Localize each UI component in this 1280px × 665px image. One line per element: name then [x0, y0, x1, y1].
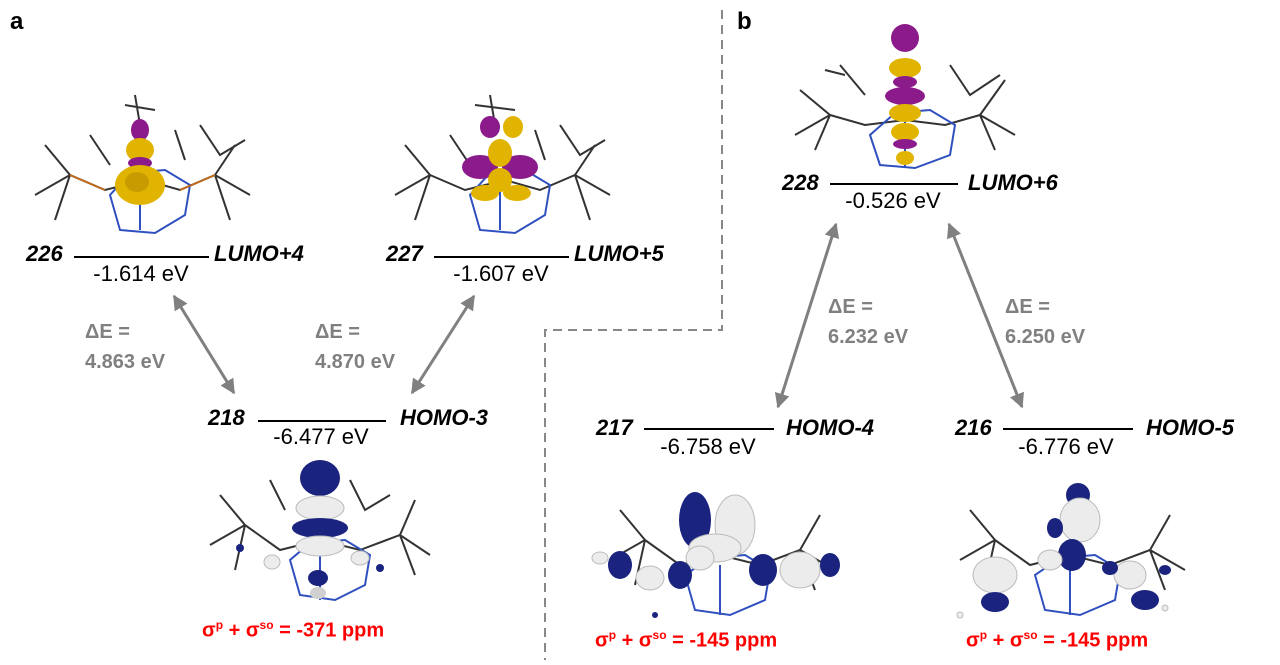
orbital-energy-217: -6.758 eV: [660, 434, 756, 459]
transition-arrow-226-218: [172, 294, 236, 395]
shielding-number: = -371 ppm: [273, 619, 385, 642]
orbital-image-226: [34, 94, 251, 235]
energy-gap-label: ΔE =: [85, 321, 130, 343]
energy-gap-value: 6.250 eV: [1005, 326, 1086, 348]
orbital-name-218: HOMO-3: [400, 405, 488, 430]
energy-level-217: [644, 428, 774, 430]
transition-arrow-228-216: [947, 222, 1024, 409]
energy-level-218: [258, 420, 386, 422]
energy-level-228: [830, 183, 958, 185]
orbital-energy-218: -6.477 eV: [273, 424, 369, 449]
orbital-name-226: LUMO+4: [214, 241, 304, 266]
shielding-value-218: σp + σso = -371 ppm: [202, 618, 384, 643]
energy-gap-226-218: ΔE = 4.863 eV: [85, 317, 165, 377]
orbital-image-216: [956, 483, 1186, 619]
energy-gap-value: 4.870 eV: [315, 351, 396, 373]
orbital-energy-216: -6.776 eV: [1018, 434, 1114, 459]
sigma-symbol: σ: [595, 629, 609, 652]
orbital-energy-227: -1.607 eV: [453, 261, 549, 286]
energy-gap-228-216: ΔE = 6.250 eV: [1005, 292, 1085, 352]
orbital-name-217: HOMO-4: [786, 415, 874, 440]
panel-divider: [544, 10, 723, 660]
panel-label-b: b: [737, 8, 752, 35]
energy-gap-label: ΔE =: [1005, 296, 1050, 318]
orbital-energy-228: -0.526 eV: [845, 188, 941, 213]
sigma-so-symbol: + σ: [987, 629, 1024, 652]
energy-gap-label: ΔE =: [828, 296, 873, 318]
panel-label-a: a: [10, 8, 24, 35]
orbital-number-216: 216: [955, 415, 992, 440]
orbital-number-217: 217: [596, 415, 633, 440]
orbital-image-218: [209, 460, 431, 602]
sigma-p-superscript: p: [608, 628, 617, 642]
energy-level-226: [74, 256, 209, 258]
sigma-p-superscript: p: [979, 628, 988, 642]
orbital-name-216: HOMO-5: [1146, 415, 1234, 440]
energy-gap-label: ΔE =: [315, 321, 360, 343]
transition-arrow-228-217: [774, 222, 840, 409]
sigma-so-superscript: so: [652, 628, 667, 642]
orbital-image-217: [591, 492, 840, 618]
shielding-value-216: σp + σso = -145 ppm: [966, 628, 1148, 653]
sigma-so-symbol: + σ: [223, 619, 260, 642]
orbital-energy-226: -1.614 eV: [93, 261, 189, 286]
energy-level-216: [1003, 428, 1133, 430]
orbital-name-227: LUMO+5: [574, 241, 664, 266]
orbital-image-227: [394, 94, 611, 235]
orbital-number-228: 228: [782, 170, 819, 195]
energy-gap-value: 6.232 eV: [828, 326, 909, 348]
shielding-value-217: σp + σso = -145 ppm: [595, 628, 777, 653]
sigma-so-symbol: + σ: [616, 629, 653, 652]
sigma-p-superscript: p: [215, 618, 224, 632]
orbital-number-218: 218: [208, 405, 245, 430]
sigma-so-superscript: so: [1023, 628, 1038, 642]
sigma-so-superscript: so: [259, 618, 274, 632]
shielding-number: = -145 ppm: [1037, 629, 1149, 652]
energy-gap-value: 4.863 eV: [85, 351, 166, 373]
sigma-symbol: σ: [966, 629, 980, 652]
energy-gap-228-217: ΔE = 6.232 eV: [828, 292, 908, 352]
orbital-image-228: [794, 24, 1016, 170]
orbital-number-226: 226: [26, 241, 63, 266]
sigma-symbol: σ: [202, 619, 216, 642]
shielding-number: = -145 ppm: [666, 629, 778, 652]
transition-arrow-227-218: [410, 294, 476, 395]
energy-gap-227-218: ΔE = 4.870 eV: [315, 317, 395, 377]
orbital-number-227: 227: [386, 241, 423, 266]
energy-level-227: [434, 256, 569, 258]
orbital-name-228: LUMO+6: [968, 170, 1058, 195]
